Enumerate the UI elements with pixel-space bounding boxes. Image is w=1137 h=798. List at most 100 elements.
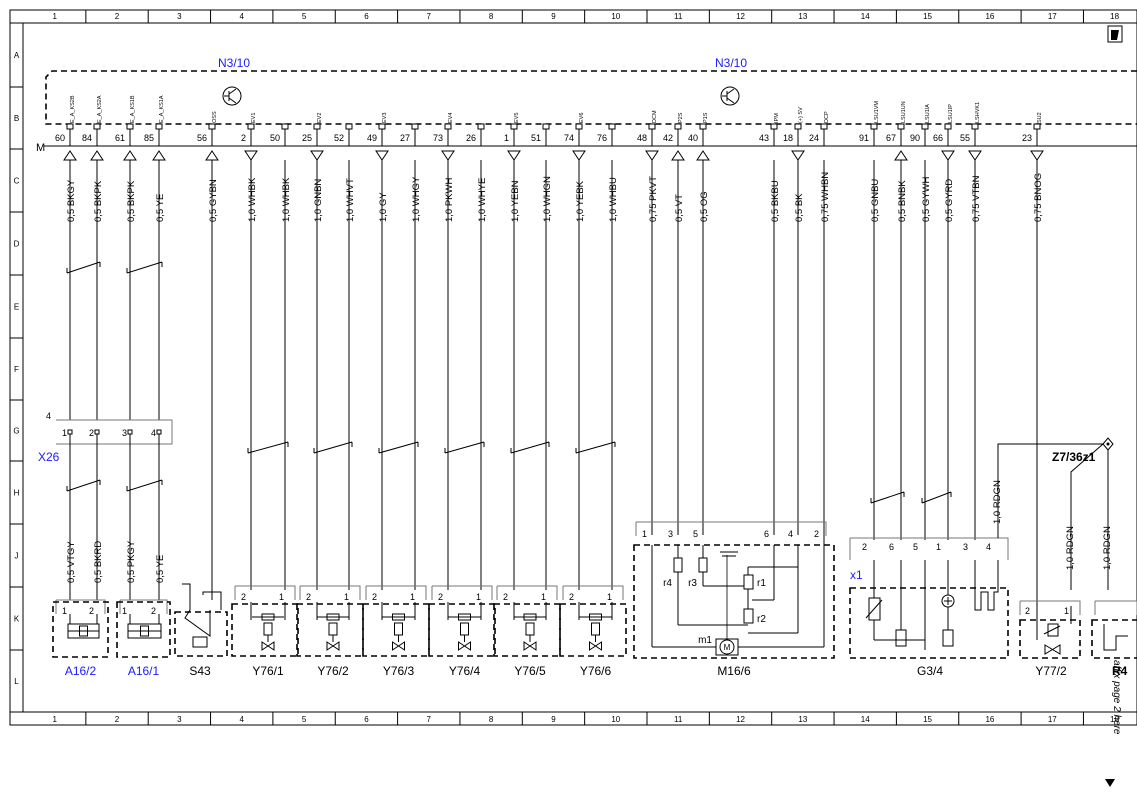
corner-icon	[1111, 30, 1119, 40]
pin-signal-name: P1S	[703, 112, 709, 123]
arrow-down-icon	[507, 150, 521, 161]
component-label: S43	[189, 664, 211, 678]
x26-pin-number: 4	[151, 428, 156, 438]
grid-col-label-top: 6	[364, 12, 369, 21]
component-label: R4	[1112, 664, 1128, 678]
pin-signal-name: LSU1VM	[874, 101, 880, 123]
connector-housing	[235, 585, 296, 600]
x26-number: 4	[46, 411, 51, 421]
pin-signal-name: SU2	[1037, 112, 1043, 123]
pin-number: 26	[466, 133, 476, 143]
wire-code: 1,0 WHVT	[345, 178, 356, 222]
g34-pin-number: 2	[862, 542, 867, 552]
switch-icon	[192, 636, 208, 648]
pin-stub	[411, 123, 419, 130]
g34-pin-number: 3	[963, 542, 968, 552]
grid-col-label-bottom: 10	[611, 715, 620, 724]
component-outline	[849, 587, 1009, 659]
grid-col-label-top: 12	[736, 12, 745, 21]
wire-code: 0,5 PKGY	[126, 540, 137, 583]
grid-row-label: C	[14, 177, 20, 186]
twist-mark	[870, 491, 905, 504]
pin-number: 2	[241, 133, 246, 143]
pin-signal-name: EV2	[317, 113, 323, 123]
wire-code: 0,5 BK	[794, 193, 805, 222]
resistor-r2	[743, 608, 754, 624]
m16-r1-label: r1	[757, 578, 766, 589]
valve-body	[525, 622, 535, 636]
grid-row-label: E	[14, 303, 19, 312]
grid-row-label: H	[14, 489, 20, 498]
pin-signal-name: EV1	[251, 113, 257, 123]
twist-mark	[378, 441, 419, 454]
frame-border	[9, 9, 1137, 726]
pin-stub	[66, 123, 74, 130]
grid-row-label: L	[14, 677, 19, 686]
component-outline	[428, 603, 496, 657]
connector-housing	[120, 599, 168, 614]
grid-col-label-top: 14	[861, 12, 870, 21]
x26-label: X26	[38, 450, 60, 464]
pin-number: 40	[688, 133, 698, 143]
pin-number: 76	[597, 133, 607, 143]
pin-number: 48	[637, 133, 647, 143]
pin-stub	[94, 429, 100, 435]
arrow-up-icon	[205, 150, 219, 161]
valve-body	[328, 622, 338, 636]
twist-mark	[66, 479, 101, 492]
pin-signal-name: E_A_KS2A	[97, 95, 103, 123]
component-pin-number: 1	[279, 592, 284, 602]
arrow-up-icon	[123, 150, 137, 161]
wire-code: 0,5 BKBU	[770, 180, 781, 222]
grid-col-label-bottom: 11	[674, 715, 683, 724]
component-pin-number: 2	[1025, 606, 1030, 616]
g34-pin-number: 6	[889, 542, 894, 552]
pin-stub	[608, 123, 616, 130]
component-label: Y76/4	[449, 664, 481, 678]
component-pin-number: 1	[410, 592, 415, 602]
pin-stub	[378, 123, 386, 130]
wire-code: 1,0 RDGN	[1065, 526, 1076, 570]
g34-connector-label: x1	[850, 568, 863, 582]
pin-signal-name: EV4	[448, 113, 454, 123]
wire-code: 0,5 OG	[699, 191, 710, 222]
wire-code: 0,5 VT	[674, 194, 685, 222]
grid-col-label-bottom: 7	[427, 715, 432, 724]
component-pin-number: 2	[372, 592, 377, 602]
component-label: Y76/5	[514, 664, 546, 678]
arrow-down-icon	[1030, 150, 1044, 161]
pin-stub	[575, 123, 583, 130]
connector-housing	[432, 585, 493, 600]
twist-mark	[126, 261, 163, 274]
grid-row-label: A	[14, 51, 20, 60]
pin-number: 91	[859, 133, 869, 143]
wire-code: 1,0 WHBK	[281, 177, 292, 222]
pin-number: 90	[910, 133, 920, 143]
splice-icon	[1102, 437, 1114, 451]
component-pin-number: 2	[569, 592, 574, 602]
pin-stub	[126, 123, 134, 130]
arrow-down-icon	[375, 150, 389, 161]
component-label: A16/1	[128, 664, 160, 678]
twist-mark	[126, 479, 163, 492]
grid-col-label-bottom: 17	[1048, 715, 1057, 724]
pin-signal-name: (+) SV	[798, 107, 804, 123]
pin-number: 60	[55, 133, 65, 143]
grid-col-label-bottom: 3	[177, 715, 182, 724]
component-pin-number: 2	[306, 592, 311, 602]
connector-housing	[56, 599, 106, 614]
component-outline	[174, 611, 228, 657]
pin-stub	[699, 123, 707, 130]
pin-stub	[897, 123, 905, 130]
arrow-down-icon	[441, 150, 455, 161]
pin-signal-name: IPM	[774, 113, 780, 123]
pin-stub	[313, 123, 321, 130]
component-label: Y76/1	[252, 664, 284, 678]
sensor-element	[865, 599, 883, 619]
m16-m1-label: m1	[698, 635, 712, 646]
valve-icon	[458, 641, 471, 651]
component-pin-number: 1	[607, 592, 612, 602]
component-pin-number: 2	[503, 592, 508, 602]
g34-pin-number: 1	[936, 542, 941, 552]
grid-row-label: F	[14, 365, 19, 374]
